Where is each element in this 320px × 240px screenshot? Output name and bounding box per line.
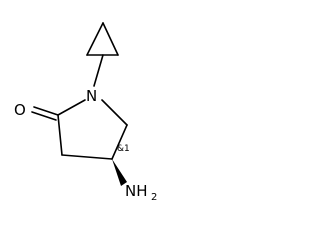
n-c5-bond — [101, 99, 128, 126]
n-c2-bond — [57, 99, 86, 116]
c3-c4-bond — [61, 154, 113, 160]
n-cyclopropyl-bond — [93, 54, 104, 87]
cyclopropyl-bond-3 — [102, 22, 119, 56]
carbonyl-bond-2 — [31, 111, 57, 121]
molecule-drawing: N O NH 2 &1 — [14, 22, 157, 203]
carbonyl-bond-1 — [33, 106, 59, 116]
structure-canvas: N O NH 2 &1 — [14, 22, 157, 203]
amine-subscript: 2 — [151, 192, 157, 203]
cyclopropyl-bond-2 — [86, 22, 104, 56]
amine-label: NH — [125, 182, 148, 200]
c2-c3-bond — [57, 114, 63, 156]
c4-c5-bond — [111, 124, 128, 160]
oxygen-label: O — [14, 101, 26, 119]
ring-nitrogen-label: N — [86, 87, 97, 105]
wedge-bond — [112, 159, 127, 186]
stereo-label: &1 — [117, 144, 130, 154]
